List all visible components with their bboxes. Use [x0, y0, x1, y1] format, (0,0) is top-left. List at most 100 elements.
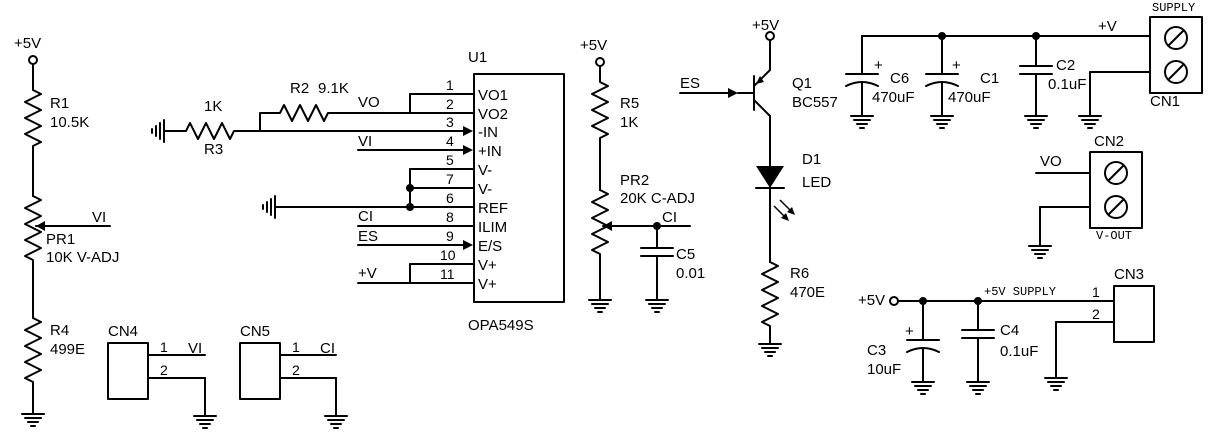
- pin-number: 3: [446, 114, 454, 130]
- component-ref: Q1: [792, 75, 812, 92]
- component-ref: U1: [468, 49, 487, 66]
- r4-resistor: [24, 317, 42, 415]
- pin-name: VO2: [478, 106, 508, 123]
- component-value: 470uF: [948, 89, 991, 106]
- component-value: 470E: [790, 284, 825, 301]
- component-ref: PR2: [620, 172, 649, 189]
- net-label: CI: [320, 340, 335, 357]
- net-label: CI: [358, 208, 373, 225]
- component-part: LED: [802, 174, 831, 191]
- ground-symbol: [21, 413, 45, 427]
- component-part: BC557: [792, 94, 838, 111]
- net-label: +5V: [14, 35, 41, 52]
- q1-emitter-arrow: [756, 76, 764, 84]
- pin-number: 11: [440, 266, 455, 282]
- connector-body: [1089, 151, 1143, 229]
- component-ref: CN5: [240, 323, 270, 340]
- cn3-connector: [1113, 285, 1155, 343]
- component-ref: R2: [290, 80, 309, 97]
- pin-number: 1: [1092, 284, 1100, 300]
- net-label: ES: [358, 228, 378, 245]
- component-ref: PR1: [46, 231, 75, 248]
- net-label: +V: [1098, 18, 1117, 35]
- connector-title: V-OUT: [1096, 229, 1132, 243]
- component-ref: R1: [50, 95, 69, 112]
- supply-terminal: [28, 55, 38, 65]
- component-ref: R4: [50, 322, 69, 339]
- component-ref: C6: [890, 70, 909, 87]
- component-value: 0.1uF: [1000, 343, 1038, 360]
- feedback-network: 1K R3 R2 9.1K VO: [151, 80, 473, 158]
- polarity-mark: +: [905, 323, 914, 340]
- wiper-arrow: [603, 221, 612, 231]
- component-value: 10K V-ADJ: [46, 249, 119, 266]
- connector-body: [239, 342, 281, 400]
- ground-symbol: [588, 299, 612, 313]
- ground-symbol: [324, 415, 348, 429]
- pr2-potentiometer: [591, 189, 609, 301]
- component-ref: CN1: [1150, 93, 1180, 110]
- screw-terminal: [1104, 195, 1128, 219]
- net-label: VO: [1040, 153, 1062, 170]
- net-label: VI: [92, 209, 106, 226]
- net-label: +V: [358, 265, 377, 282]
- connector-title: SUPPLY: [1152, 1, 1195, 15]
- component-ref: R6: [790, 265, 809, 282]
- ground-symbol: [193, 415, 217, 429]
- pin-number: 7: [446, 171, 454, 187]
- cn2-output-connector: CN2 VO V-OUT: [1028, 133, 1143, 259]
- junction-dot: [406, 184, 414, 192]
- wiper-arrow: [36, 221, 45, 231]
- status-indicator: +5V ES Q1 BC557 D1 LED R6 470E: [679, 17, 838, 357]
- pin-number: 2: [160, 362, 168, 378]
- pin-number: 10: [440, 247, 456, 263]
- ground-symbol: [1024, 115, 1048, 129]
- component-value: 499E: [50, 341, 85, 358]
- ground-symbol: [758, 343, 782, 357]
- component-value: 470uF: [872, 89, 915, 106]
- component-value: 9.1K: [318, 80, 349, 97]
- supply-terminal: [889, 296, 899, 306]
- pin-name: E/S: [478, 238, 502, 255]
- screw-terminal: [1164, 60, 1188, 84]
- pin-number: 2: [1092, 306, 1100, 322]
- supply-filter: +V + C6 470uF + C1 470uF C2 0.1uF SUPPLY: [845, 1, 1203, 129]
- net-label: +5V: [858, 292, 885, 309]
- screw-terminal: [1164, 26, 1188, 50]
- net-label: VI: [358, 133, 372, 150]
- ground-symbol: [911, 381, 935, 395]
- component-value: 1K: [204, 98, 222, 115]
- pin-name: V-: [478, 162, 492, 179]
- u1-opamp: U1 OPA549S VI CI ES +V 1 2 3 4 5 7 6 8: [262, 49, 565, 334]
- net-label: VI: [188, 340, 202, 357]
- net-label: CI: [662, 209, 677, 226]
- connector-body: [107, 342, 149, 400]
- component-ref: CN3: [1114, 266, 1144, 283]
- pin-name: VO1: [478, 87, 508, 104]
- component-value: 20K C-ADJ: [620, 190, 695, 207]
- screw-terminal: [1104, 161, 1128, 185]
- pin-name: +IN: [478, 143, 502, 160]
- ground-symbol: [151, 119, 165, 143]
- cn4-connector: CN4 1 2 VI: [107, 323, 217, 429]
- pin-name: REF: [478, 200, 508, 217]
- junction-dot: [406, 203, 414, 211]
- pin-number: 5: [446, 152, 454, 168]
- pin-name: V+: [478, 257, 497, 274]
- component-value: 10.5K: [50, 114, 89, 131]
- ground-symbol: [1028, 245, 1052, 259]
- led-diode: [756, 166, 784, 188]
- pin-name: ILIM: [478, 219, 507, 236]
- pin-name: -IN: [478, 124, 498, 141]
- component-ref: C5: [676, 246, 695, 263]
- r5-resistor: [591, 65, 609, 191]
- ground-symbol: [1078, 115, 1102, 129]
- r3-resistor: [163, 122, 261, 140]
- component-ref: R5: [620, 95, 639, 112]
- pin-number: 2: [446, 96, 454, 112]
- pin-number: 9: [446, 228, 454, 244]
- q1-collector: [753, 99, 771, 117]
- net-label: +5V: [580, 37, 607, 54]
- component-value: 10uF: [867, 361, 901, 378]
